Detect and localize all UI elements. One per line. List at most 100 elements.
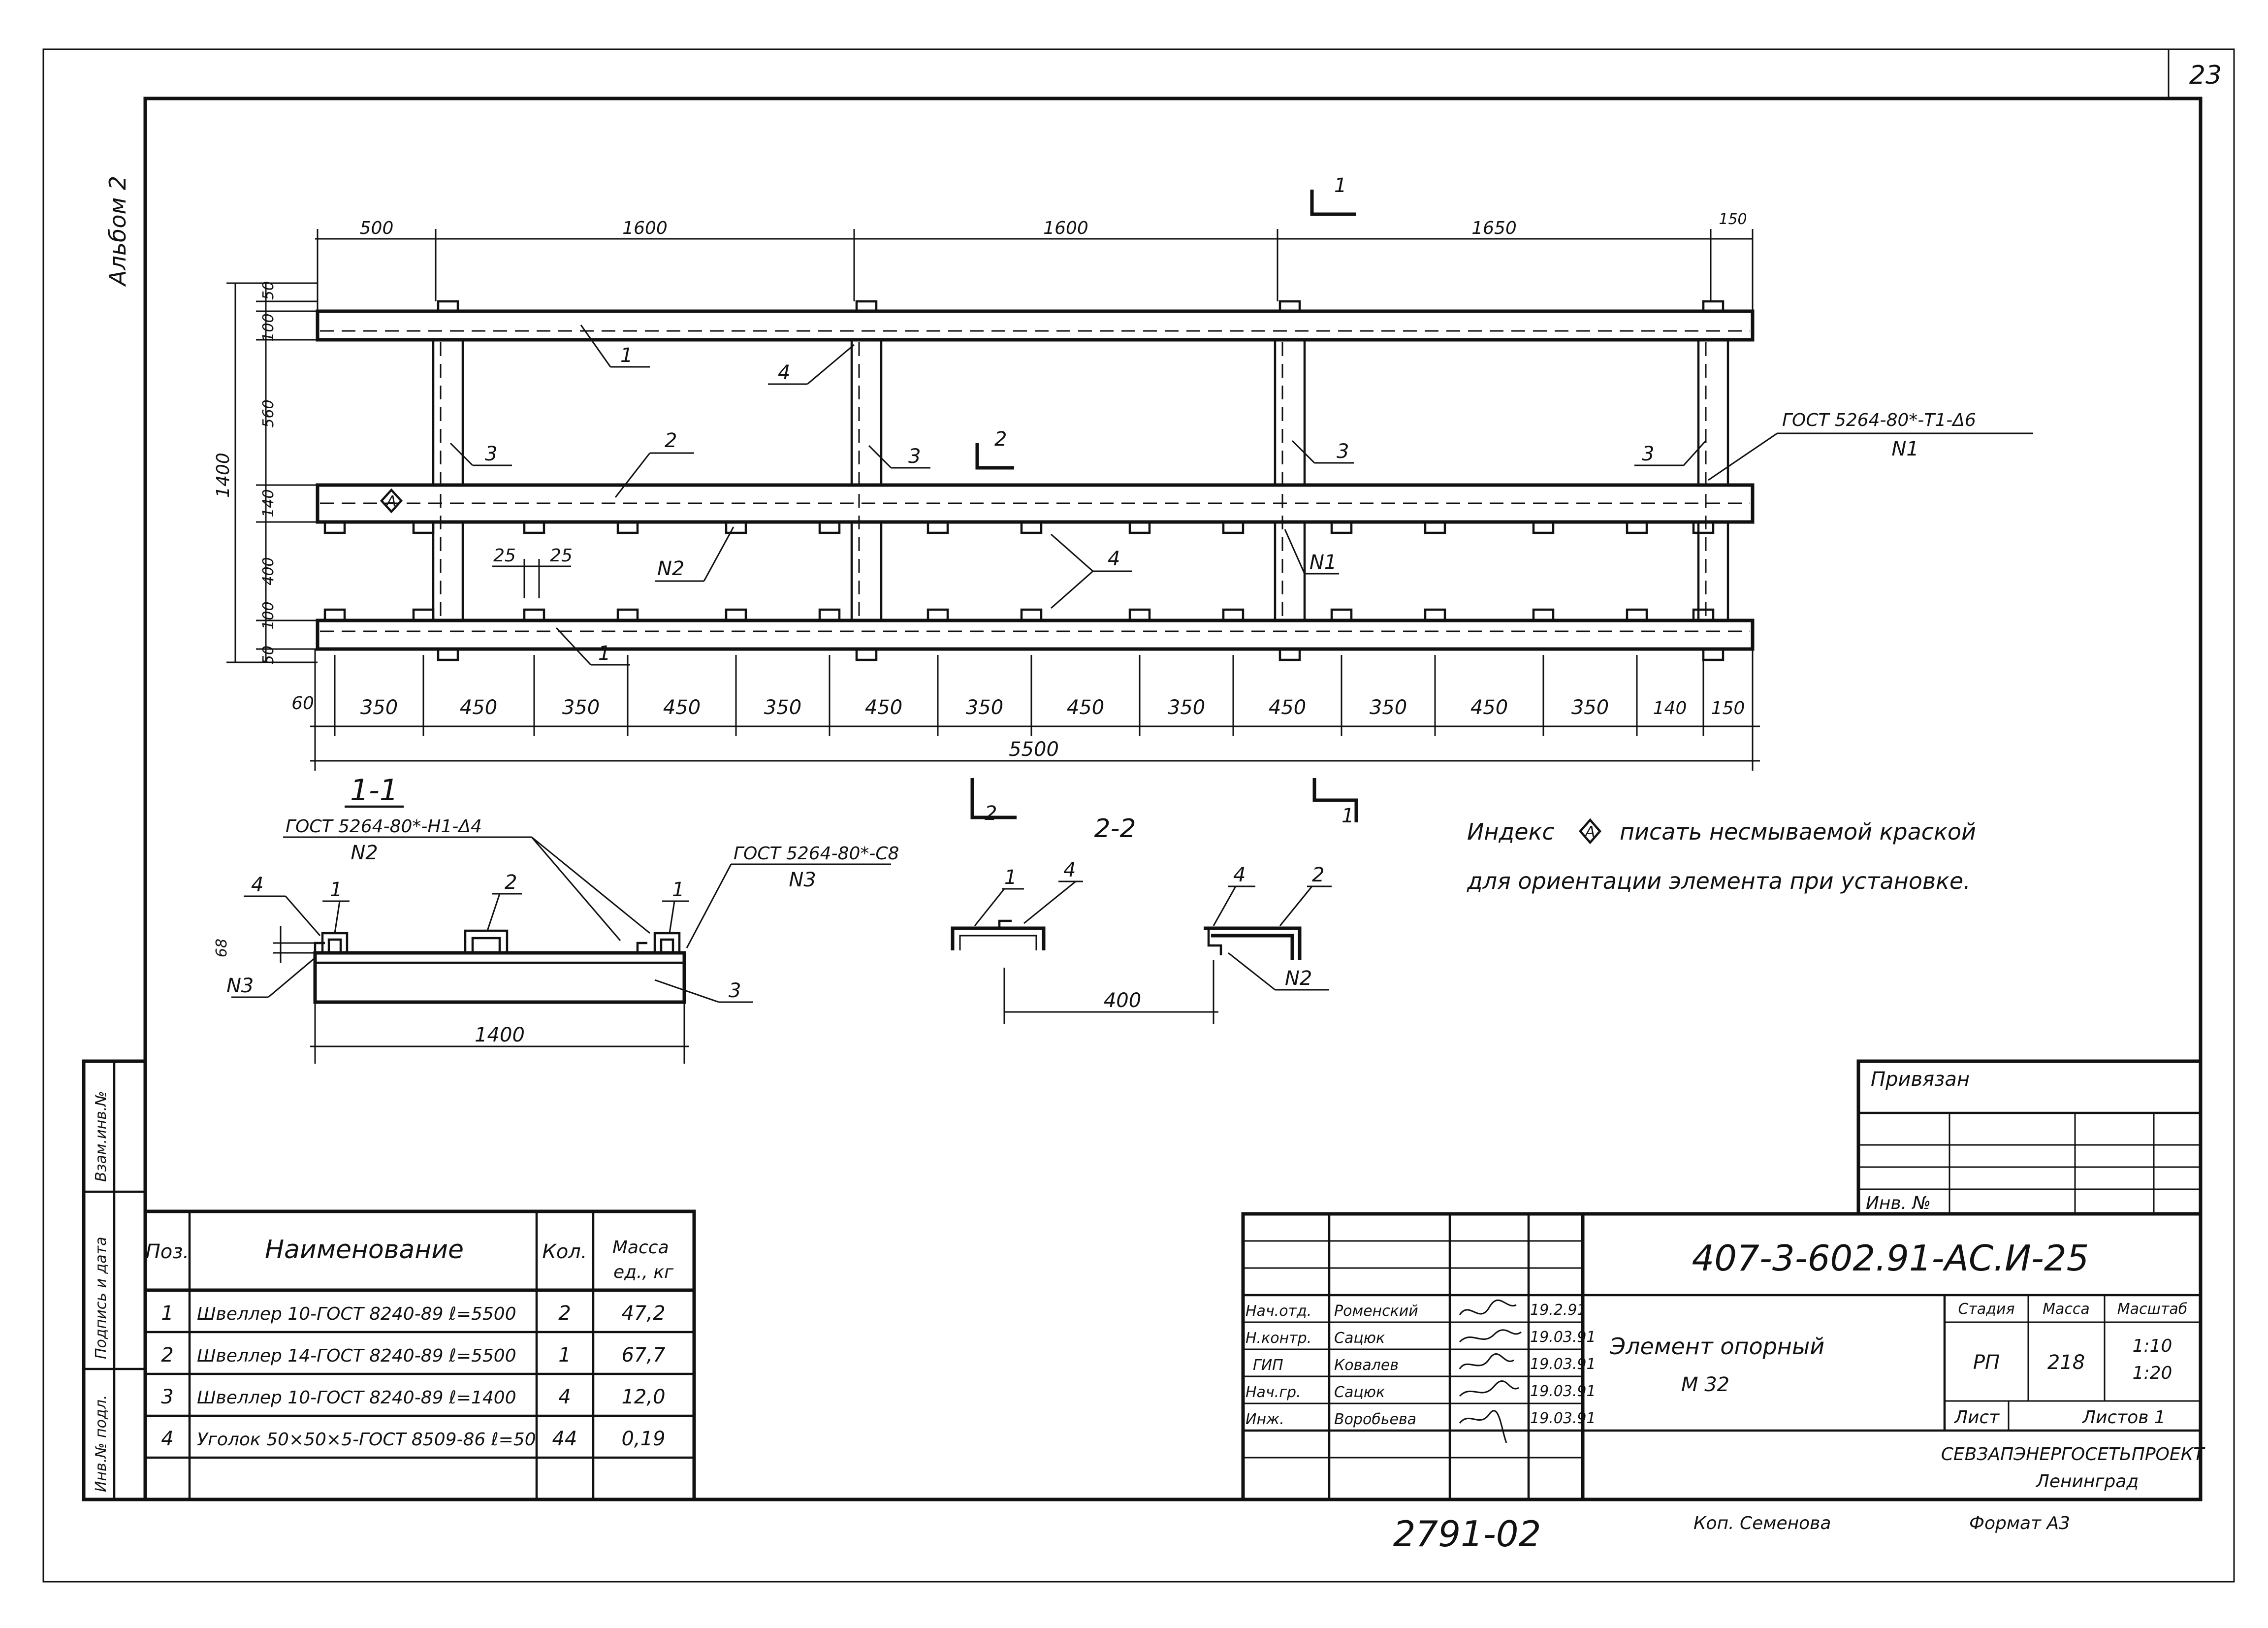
angle-clip	[1020, 521, 1043, 534]
stage-value: РП	[1973, 1351, 2000, 1374]
svg-text:2: 2	[985, 802, 997, 825]
scale-label: Масштаб	[2117, 1301, 2188, 1318]
section-2-2: 2-2 1 4 4 2 N2 400	[951, 814, 1332, 1024]
section-2-2-channel-1	[951, 926, 1046, 950]
angle-clip	[926, 521, 949, 534]
channel-stub	[1278, 648, 1301, 661]
channel-1-top	[316, 309, 1755, 342]
svg-text:450: 450	[865, 696, 902, 719]
spec-row-pos: 2	[161, 1344, 173, 1367]
person-name: Ковалев	[1334, 1357, 1399, 1374]
angle-clip	[725, 608, 747, 622]
svg-text:350: 350	[1168, 696, 1205, 719]
angle-clip	[1692, 521, 1715, 534]
svg-text:N1: N1	[1310, 551, 1337, 574]
person-name: Роменский	[1334, 1302, 1418, 1320]
angle-clip	[818, 521, 841, 534]
section-2-2-angle-4	[998, 919, 1012, 928]
dim-top: 1600	[622, 218, 668, 238]
svg-text:350: 350	[1571, 696, 1609, 719]
svg-text:3: 3	[1642, 443, 1654, 465]
privyazan-block: Привязан Инв. №	[1856, 1059, 2203, 1216]
channel-stub	[437, 300, 459, 313]
cross-channel-3	[850, 521, 883, 622]
svg-text:450: 450	[1470, 696, 1508, 719]
angle-clip	[1128, 521, 1151, 534]
angle-clip	[523, 608, 545, 622]
cross-channel-3	[1697, 521, 1729, 622]
angle-clip	[1692, 608, 1715, 622]
stamp-original-inv: Инв.№ подл.	[93, 1395, 110, 1492]
svg-text:350: 350	[562, 696, 600, 719]
svg-text:450: 450	[1067, 696, 1104, 719]
angle-clip	[412, 608, 435, 622]
stage-label: Стадия	[1958, 1301, 2014, 1318]
spec-row-pos: 3	[161, 1386, 173, 1408]
role-label: Нач.гр.	[1246, 1384, 1301, 1401]
sheet-number: 23	[2189, 61, 2222, 90]
scale-value-2: 1:20	[2133, 1363, 2172, 1383]
cross-channel-3	[1697, 338, 1729, 487]
part-leaders: 1 1 2 4 3 3 3 3 4 N2 N1 ГОСТ 5264-80*-Т1…	[449, 325, 2033, 666]
svg-text:60: 60	[291, 693, 314, 714]
svg-text:4: 4	[1063, 859, 1076, 881]
sign-date: 19.2.91	[1530, 1302, 1587, 1319]
svg-text:450: 450	[1269, 696, 1306, 719]
sign-date: 19.03.91	[1530, 1356, 1596, 1373]
stamp-replaced-inv: Взам.инв.№	[93, 1091, 110, 1182]
sheet-label: Лист	[1953, 1407, 2000, 1428]
svg-text:350: 350	[360, 696, 398, 719]
section-marks: 1 2 2 1	[970, 174, 1358, 827]
scale-value-1: 1:10	[2133, 1336, 2172, 1356]
section-2-2-title: 2-2	[1094, 814, 1136, 844]
svg-text:1: 1	[598, 642, 610, 665]
section-channel-2	[464, 929, 509, 953]
spec-header-pos: Поз.	[146, 1240, 190, 1263]
gap-dimensions: 25 25	[492, 546, 573, 598]
channel-stub	[1278, 300, 1301, 313]
svg-text:1: 1	[1342, 805, 1354, 827]
svg-text:1: 1	[1004, 866, 1017, 889]
dim-400: 400	[1104, 989, 1141, 1012]
archive-number: 2791-02	[1393, 1513, 1541, 1555]
dim-overall-height: 1400	[213, 453, 233, 498]
cross-channels	[432, 300, 1729, 661]
orientation-note: Индекс A писать несмываемой краской для …	[1467, 818, 1976, 894]
spec-header-mass: Масса ед., кг	[612, 1237, 674, 1282]
svg-text:350: 350	[764, 696, 801, 719]
section-1-1-title: 1-1	[350, 773, 398, 808]
svg-text:N2: N2	[657, 557, 684, 580]
spec-row-name: Швеллер 10-ГОСТ 8240-89 ℓ=5500	[197, 1304, 516, 1324]
drawing-frame	[143, 97, 2203, 1501]
svg-text:N3: N3	[789, 869, 816, 891]
plan-view: A 500 1600 1600 1650 150	[213, 174, 2033, 827]
angle-clip	[1222, 521, 1245, 534]
svg-text:2: 2	[994, 428, 1007, 451]
top-dimension-chain: 500 1600 1600 1650 150	[315, 211, 1754, 311]
role-label: Н.контр.	[1246, 1330, 1311, 1347]
element-mark: М 32	[1681, 1373, 1729, 1396]
spec-row-mass: 47,2	[621, 1302, 665, 1325]
mass-label: Масса	[2043, 1301, 2090, 1318]
side-stamp: Взам.инв.№ Подпись и дата Инв.№ подл.	[82, 1059, 147, 1501]
privyazan-title: Привязан	[1871, 1068, 1970, 1091]
angle-clip	[616, 608, 639, 622]
svg-text:3: 3	[485, 443, 497, 465]
svg-text:560: 560	[260, 399, 277, 427]
mass-value: 218	[2047, 1351, 2085, 1374]
organization: СЕВЗАПЭНЕРГОСЕТЬПРОЕКТ	[1941, 1444, 2205, 1465]
spec-header-qty: Кол.	[542, 1240, 587, 1263]
spec-row-pos: 1	[161, 1302, 173, 1325]
element-name: Элемент опорный	[1609, 1333, 1824, 1360]
angle-clip	[1626, 521, 1648, 534]
svg-text:2: 2	[1312, 864, 1324, 886]
svg-text:100: 100	[260, 601, 277, 629]
svg-text:150: 150	[1711, 698, 1745, 718]
angle-clips	[323, 521, 1715, 622]
person-name: Воробьева	[1334, 1411, 1416, 1428]
svg-text:3: 3	[1337, 440, 1349, 463]
angle-clip	[1222, 608, 1245, 622]
svg-text:для ориентации элемента при ус: для ориентации элемента при установке.	[1467, 868, 1971, 894]
section-angle-4	[636, 942, 647, 953]
outer-frame	[42, 48, 2235, 1583]
